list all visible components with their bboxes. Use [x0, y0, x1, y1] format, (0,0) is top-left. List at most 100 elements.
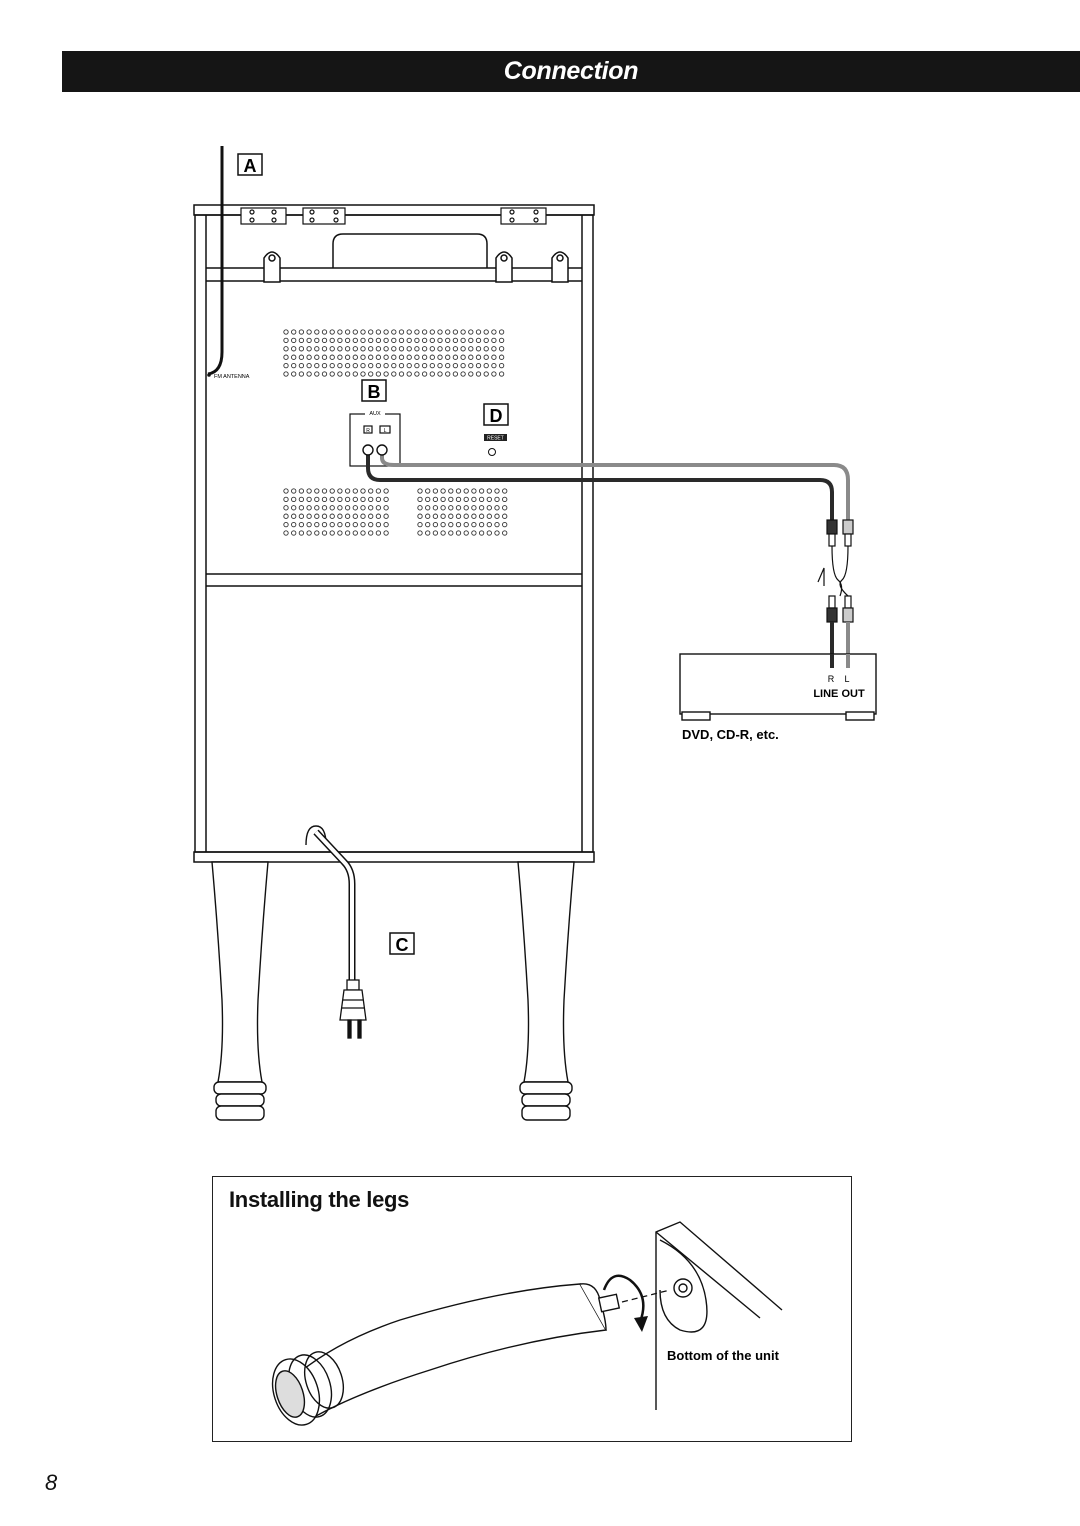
- callout-d: D: [483, 403, 509, 426]
- grille-hole: [306, 329, 312, 335]
- grille-hole: [391, 337, 397, 344]
- grille-hole: [360, 329, 366, 335]
- grille-hole: [383, 530, 389, 536]
- installing-legs-title: Installing the legs: [229, 1187, 410, 1212]
- grille-hole: [352, 329, 358, 335]
- grille-hole: [368, 354, 374, 360]
- grille-hole: [448, 530, 454, 536]
- grille-hole: [368, 513, 374, 519]
- aux-l-label: L: [384, 428, 387, 434]
- grille-hole: [368, 337, 374, 344]
- grille-hole: [398, 354, 405, 360]
- grille-hole: [448, 513, 454, 519]
- grille-hole: [321, 505, 328, 511]
- grille-hole: [314, 354, 320, 360]
- grille-hole: [368, 505, 374, 511]
- grille-hole: [429, 354, 435, 360]
- grille-hole: [429, 329, 435, 335]
- grille-hole: [283, 337, 289, 344]
- grille-hole: [486, 496, 492, 503]
- grille-hole: [344, 371, 351, 377]
- grille-hole: [329, 496, 335, 503]
- grille-hole: [452, 354, 459, 360]
- grille-hole: [360, 354, 366, 360]
- grille-hole: [368, 521, 374, 528]
- grille-hole: [475, 371, 482, 377]
- jack-r-label: R: [828, 674, 835, 684]
- grille-hole: [445, 337, 451, 344]
- grille-hole: [283, 530, 289, 536]
- grille-hole: [483, 371, 489, 377]
- grille-hole: [398, 371, 405, 377]
- grille-hole: [337, 346, 343, 352]
- grille-hole: [437, 337, 443, 344]
- grille-hole: [337, 329, 343, 335]
- grille-hole: [283, 505, 289, 511]
- grille-hole: [321, 346, 328, 352]
- grille-hole: [306, 505, 312, 511]
- grille-hole: [440, 513, 446, 519]
- grille-hole: [417, 505, 423, 511]
- grille-hole: [455, 521, 462, 528]
- grille-hole: [460, 371, 466, 377]
- grille-hole: [498, 329, 505, 335]
- grille-hole: [494, 530, 500, 536]
- grille-hole: [383, 496, 389, 503]
- grille-hole: [455, 488, 462, 494]
- grille-hole: [298, 496, 305, 503]
- grille-hole: [321, 329, 328, 335]
- legs: [211, 861, 575, 1121]
- grille-hole: [391, 346, 397, 352]
- grille-hole: [337, 505, 343, 511]
- grille-hole: [448, 488, 454, 494]
- grille-hole: [329, 337, 335, 344]
- grille-hole: [421, 371, 428, 377]
- grille-hole: [360, 496, 366, 503]
- grille-hole: [306, 513, 312, 519]
- grille-hole: [460, 362, 466, 369]
- grille-hole: [478, 496, 485, 503]
- grille-hole: [352, 496, 358, 503]
- grille-hole: [463, 513, 469, 519]
- grille-hole: [425, 496, 431, 503]
- grille-hole: [417, 513, 423, 519]
- grille-hole: [406, 329, 412, 335]
- grille-hole: [414, 362, 420, 369]
- grille-hole: [383, 371, 389, 377]
- grille-hole: [321, 521, 328, 528]
- grille-hole: [321, 371, 328, 377]
- grille-hole: [283, 496, 289, 503]
- bottom-of-unit-label: Bottom of the unit: [667, 1348, 780, 1363]
- grille-hole: [329, 521, 335, 528]
- grille-hole: [478, 505, 485, 511]
- grille-hole: [440, 505, 446, 511]
- grille-hole: [344, 346, 351, 352]
- grille-hole: [463, 521, 469, 528]
- grille-hole: [471, 521, 477, 528]
- grille-hole: [391, 329, 397, 335]
- grille-hole: [306, 371, 312, 377]
- grille-hole: [429, 346, 435, 352]
- grille-hole: [471, 496, 477, 503]
- grille-hole: [298, 337, 305, 344]
- grille-hole: [478, 521, 485, 528]
- grille-hole: [498, 337, 505, 344]
- grille-hole: [417, 488, 423, 494]
- callout-c: C: [389, 932, 415, 955]
- grille-hole: [298, 521, 305, 528]
- grille-hole: [383, 346, 389, 352]
- grille-hole: [398, 346, 405, 352]
- grille-hole: [406, 371, 412, 377]
- grille-hole: [375, 521, 382, 528]
- grille-hole: [352, 530, 358, 536]
- grille-hole: [321, 488, 328, 494]
- grille-hole: [329, 505, 335, 511]
- grille-hole: [478, 513, 485, 519]
- grille-hole: [486, 530, 492, 536]
- grille-hole: [468, 354, 474, 360]
- grille-hole: [368, 329, 374, 335]
- grille-hole: [494, 488, 500, 494]
- grille-hole: [360, 513, 366, 519]
- grille-hole: [375, 496, 382, 503]
- grille-hole: [483, 337, 489, 344]
